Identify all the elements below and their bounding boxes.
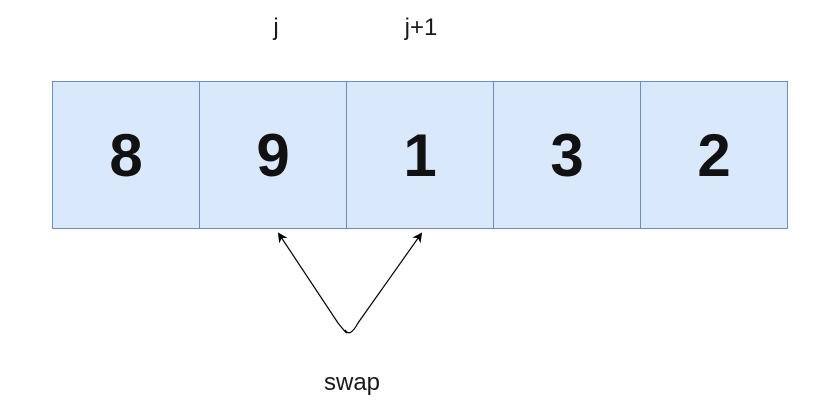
array-cell-value: 9: [256, 121, 290, 189]
index-label-j: j: [273, 14, 279, 41]
index-label-j-plus-1: j+1: [404, 14, 438, 41]
array-cell-value: 1: [403, 121, 437, 189]
array-cell-value: 3: [550, 121, 584, 189]
array-row: 8 9 1 3 2: [52, 81, 788, 229]
array-cell-value: 2: [697, 121, 731, 189]
swap-label: swap: [323, 369, 381, 396]
array-cell-2: 1: [346, 81, 494, 229]
array-cell-4: 2: [640, 81, 788, 229]
array-cell-value: 8: [109, 121, 143, 189]
swap-arrow-to-j-plus-1: [344, 232, 423, 334]
array-cell-0: 8: [52, 81, 200, 229]
array-cell-1: 9: [199, 81, 347, 229]
swap-arrow-to-j: [277, 232, 348, 334]
